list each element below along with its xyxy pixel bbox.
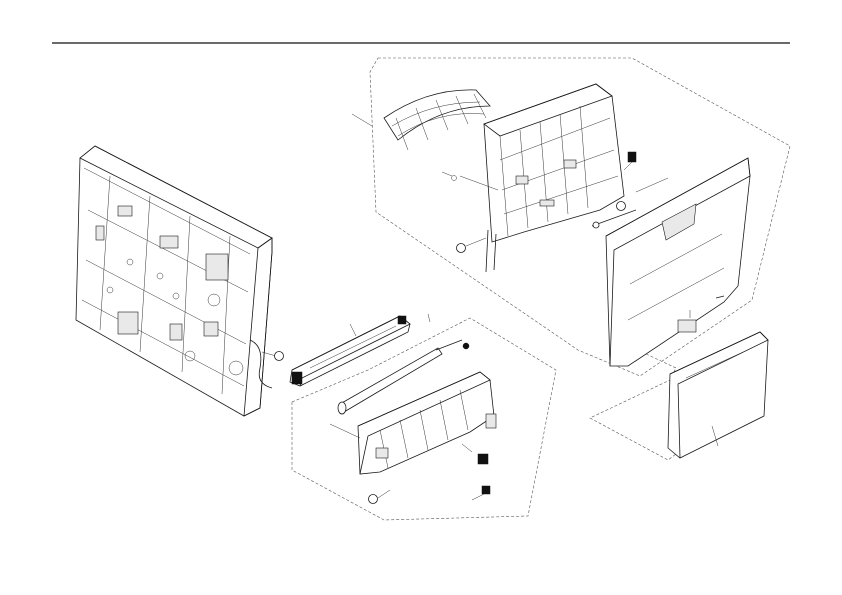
small-gear-part xyxy=(623,151,637,171)
gear-part xyxy=(461,443,489,465)
callout-circle-3 xyxy=(456,243,466,253)
pin-screw-part xyxy=(441,171,457,181)
callout-circle-2 xyxy=(616,201,626,211)
callout-circle-1 xyxy=(274,351,284,361)
feed-frame-part xyxy=(329,371,497,475)
side-cover-part xyxy=(667,331,769,459)
rear-cover-panel-part xyxy=(605,157,751,367)
callout-circle-4 xyxy=(368,494,378,504)
rear-cover-group-outline xyxy=(351,57,791,377)
main-frame-part xyxy=(75,145,277,417)
feed-guide-part xyxy=(383,89,491,151)
fuser-unit-part xyxy=(289,315,411,387)
side-cover-outline xyxy=(589,353,677,461)
shaft-part xyxy=(591,177,669,229)
fuser-feed-group-outline xyxy=(291,313,557,521)
rear-cover-frame-part xyxy=(459,83,625,273)
lever-part xyxy=(471,485,491,501)
roller-part xyxy=(337,339,470,415)
